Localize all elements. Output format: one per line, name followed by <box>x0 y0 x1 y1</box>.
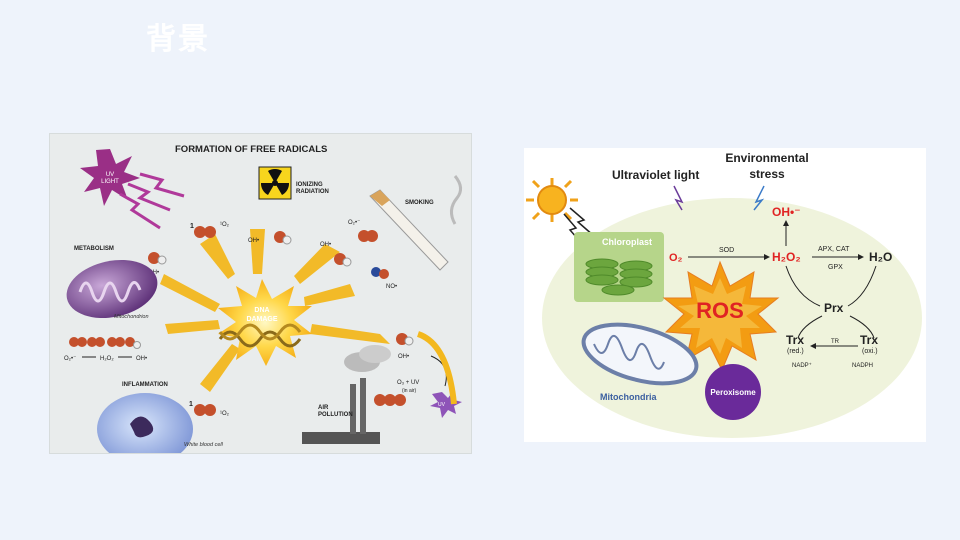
white-blood-cell-label: White blood cell <box>184 442 224 448</box>
white-blood-cell-illustration: INFLAMMATION White blood cell <box>97 382 224 453</box>
hydroxyl-pollution-label: OH• <box>398 354 409 360</box>
hydroxyl-radiation-label: OH• <box>248 238 259 244</box>
chloroplast-label: Chloroplast <box>602 237 652 247</box>
factory-illustration: AIR POLLUTION <box>302 345 391 444</box>
superoxide-chain-label: O₂•⁻ <box>64 356 76 362</box>
environmental-stress-label-1: Environmental <box>725 151 808 165</box>
uv-small-label: UV <box>438 402 446 408</box>
free-radicals-figure: DNA DAMAGE FORMATION OF FREE RADICALS UV… <box>49 133 472 454</box>
trx-red-sub: (red.) <box>787 348 804 355</box>
ros-label: ROS <box>696 298 744 323</box>
trx-oxi-label: Trx <box>860 333 878 347</box>
dna-damage-label-2: DAMAGE <box>246 316 277 323</box>
ionizing-label-2: RADIATION <box>296 189 329 195</box>
ozone-uv-label: O₃ + UV <box>397 380 419 386</box>
mitochondrion-label: Mitochondrion <box>114 314 149 320</box>
oh-radical-label: OH•⁻ <box>772 205 801 219</box>
dna-damage-burst: DNA DAMAGE <box>218 279 312 366</box>
ionizing-label-1: IONIZING <box>296 182 323 188</box>
uv-light-label-1: UV <box>106 172 114 178</box>
smoking-label: SMOKING <box>405 200 434 206</box>
environmental-stress-label-2: stress <box>749 167 785 181</box>
peroxisome: Peroxisome <box>705 364 761 420</box>
air-pollution-label-2: POLLUTION <box>318 412 353 418</box>
prx-label: Prx <box>824 301 844 315</box>
superoxide-molecule-smoke: O₂•⁻ OH• NO• <box>320 220 397 290</box>
trx-red-label: Trx <box>786 333 804 347</box>
singlet-num-bottom: 1 <box>189 401 193 408</box>
in-air-label: (in air) <box>402 388 417 394</box>
superoxide-smoke-label: O₂•⁻ <box>348 220 360 226</box>
superoxide-chain: O₂•⁻ H₂O₂ OH• <box>64 337 147 362</box>
singlet-oxygen-bottom-label: ¹O₂ <box>220 411 230 417</box>
singlet-oxygen-top-label: ¹O₂ <box>220 222 230 228</box>
radical-arrows <box>160 229 390 392</box>
cigarette-icon: SMOKING <box>369 175 462 271</box>
ros-burst: ROS <box>662 260 780 372</box>
trx-oxi-sub: (oxi.) <box>862 348 878 355</box>
gpx-label: GPX <box>828 264 843 271</box>
mitochondria: Mitochondria <box>581 322 699 402</box>
slide-title: 背景 <box>146 22 210 57</box>
singlet-oxygen-molecule-bottom: 1 ¹O₂ <box>189 401 230 417</box>
singlet-num-top: 1 <box>190 223 194 230</box>
apx-cat-label: APX, CAT <box>818 246 850 253</box>
nadp-plus-label: NADP⁺ <box>792 362 812 369</box>
nitric-oxide-label: NO• <box>386 284 397 290</box>
hydroxyl-molecule-radiation: OH• <box>248 231 292 245</box>
mitochondrion-illustration: METABOLISM Mitochondrion <box>66 246 158 320</box>
singlet-oxygen-molecule-top: 1 ¹O₂ <box>190 222 230 238</box>
nadph-label: NADPH <box>852 363 873 369</box>
sod-label: SOD <box>719 247 734 254</box>
peroxisome-label: Peroxisome <box>710 388 756 397</box>
ros-cell-figure: Ultraviolet light Environmental stress C… <box>524 148 926 442</box>
left-figure-title: FORMATION OF FREE RADICALS <box>175 144 327 155</box>
tr-label: TR <box>831 339 840 345</box>
hydroxyl-chain-label: OH• <box>136 356 147 362</box>
h2o2-chain-label: H₂O₂ <box>100 356 114 362</box>
o2-label: O₂ <box>669 252 683 264</box>
mitochondria-label: Mitochondria <box>600 392 657 402</box>
inflammation-label: INFLAMMATION <box>122 382 168 388</box>
uv-light-icon: UV LIGHT <box>80 149 185 230</box>
hydroxyl-smoke-label: OH• <box>320 242 331 248</box>
radiation-icon: IONIZING RADIATION <box>258 166 329 200</box>
metabolism-label: METABOLISM <box>74 246 114 252</box>
hydroxyl-molecule-pollution: OH• <box>396 331 457 405</box>
ultraviolet-light-label: Ultraviolet light <box>612 168 699 182</box>
uv-light-label-2: LIGHT <box>101 179 119 185</box>
h2o2-label: H₂O₂ <box>772 250 801 264</box>
chloroplast: Chloroplast <box>574 232 664 302</box>
h2o-label: H₂O <box>869 250 892 264</box>
dna-damage-label-1: DNA <box>254 307 269 314</box>
sun-icon <box>526 178 595 247</box>
air-pollution-label-1: AIR <box>318 405 329 411</box>
